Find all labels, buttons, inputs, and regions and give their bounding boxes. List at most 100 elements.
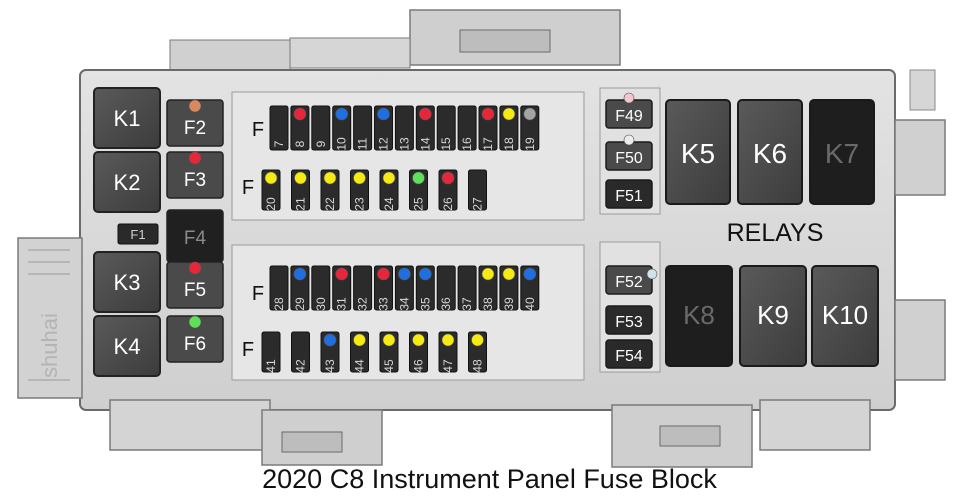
fuse-f25[interactable]: 25 — [409, 169, 428, 211]
fuse-f16[interactable]: 16 — [457, 105, 477, 151]
fuse-number: 32 — [356, 297, 370, 311]
fuse-f34[interactable]: 34 — [394, 265, 414, 311]
relay-k4[interactable]: K4 — [93, 315, 161, 377]
fuse-f29[interactable]: 29 — [290, 265, 310, 311]
fuse-f19[interactable]: 19 — [520, 105, 540, 151]
fuse-number: 33 — [377, 297, 391, 311]
fuse-color-dot — [293, 267, 307, 281]
fuse-label: F51 — [615, 188, 643, 205]
relay-label: K8 — [683, 300, 715, 330]
fuse-color-dot — [323, 333, 337, 347]
fuse-f48[interactable]: 48 — [468, 331, 487, 373]
relay-k10[interactable]: K10 — [811, 265, 879, 367]
fuse-number: 40 — [523, 297, 537, 311]
relay-k7[interactable]: K7 — [809, 99, 875, 205]
relay-k8[interactable]: K8 — [665, 265, 733, 367]
fuse-label: F1 — [130, 227, 145, 242]
fuse-f49[interactable]: F49 — [605, 92, 653, 129]
fuse-f5[interactable]: F5 — [166, 261, 224, 309]
fuse-f7[interactable]: 7 — [269, 105, 289, 151]
fuse-color-dot — [418, 107, 432, 121]
fuse-f37[interactable]: 37 — [457, 265, 477, 311]
fuse-f17[interactable]: 17 — [478, 105, 498, 151]
fuse-color-dot — [382, 171, 396, 185]
fuse-number: 42 — [294, 359, 308, 373]
fuse-color-dot — [412, 171, 425, 185]
fuse-f52[interactable]: F52 — [605, 265, 658, 295]
fuse-f10[interactable]: 10 — [332, 105, 352, 151]
fuse-f36[interactable]: 36 — [436, 265, 456, 311]
fuse-color-dot — [412, 333, 425, 347]
fuse-color-dot — [382, 333, 396, 347]
fuse-number: 21 — [294, 197, 308, 211]
fuse-f15[interactable]: 15 — [436, 105, 456, 151]
fuse-f51[interactable]: F51 — [605, 179, 653, 209]
fuse-number: 18 — [502, 137, 516, 151]
fuse-color-dot — [377, 107, 390, 121]
fuse-color-dot — [188, 315, 202, 329]
fuse-f27[interactable]: 27 — [468, 169, 487, 211]
relay-k3[interactable]: K3 — [93, 251, 161, 313]
fuse-f26[interactable]: 26 — [438, 169, 458, 211]
fuse-number: 10 — [335, 137, 349, 151]
fuse-f2[interactable]: F2 — [166, 99, 224, 147]
fuse-f33[interactable]: 33 — [374, 265, 393, 311]
fuse-f9[interactable]: 9 — [311, 105, 331, 151]
fuse-label: F5 — [184, 280, 206, 301]
fuse-f45[interactable]: 45 — [379, 331, 399, 373]
fuse-label: F6 — [184, 334, 206, 355]
fuse-f13[interactable]: 13 — [394, 105, 414, 151]
fuse-f43[interactable]: 43 — [320, 331, 340, 373]
fuse-f31[interactable]: 31 — [332, 265, 352, 311]
fuse-number: 14 — [418, 137, 432, 151]
fuse-f53[interactable]: F53 — [605, 305, 653, 335]
fuse-f35[interactable]: 35 — [415, 265, 435, 311]
fuse-f28[interactable]: 28 — [269, 265, 289, 311]
fuse-f50[interactable]: F50 — [605, 134, 653, 171]
fuse-f24[interactable]: 24 — [379, 169, 399, 211]
fuse-f40[interactable]: 40 — [520, 265, 540, 311]
fuse-f11[interactable]: 11 — [353, 105, 373, 151]
fuse-f54[interactable]: F54 — [605, 339, 653, 369]
fuse-f14[interactable]: 14 — [415, 105, 435, 151]
fuse-color-dot — [441, 333, 455, 347]
fuse-f1[interactable]: F1 — [117, 223, 159, 245]
fuse-number: 35 — [418, 297, 432, 311]
fuse-number: 19 — [523, 137, 537, 151]
fuse-f18[interactable]: 18 — [499, 105, 519, 151]
relay-label: K9 — [757, 300, 789, 330]
fuse-f32[interactable]: 32 — [353, 265, 373, 311]
fuse-f44[interactable]: 44 — [350, 331, 369, 373]
fuse-color-dot — [481, 267, 495, 281]
fuse-color-dot — [188, 151, 202, 165]
fuse-f23[interactable]: 23 — [350, 169, 369, 211]
fuse-f46[interactable]: 46 — [409, 331, 428, 373]
relay-k1[interactable]: K1 — [93, 87, 161, 149]
fuse-f38[interactable]: 38 — [478, 265, 498, 311]
fuse-f21[interactable]: 21 — [291, 169, 310, 211]
fuse-number: 17 — [481, 137, 495, 151]
fuse-color-dot — [646, 268, 658, 280]
relay-k6[interactable]: K6 — [737, 99, 803, 205]
fuse-number: 28 — [272, 297, 286, 311]
relay-k9[interactable]: K9 — [739, 265, 807, 367]
relay-k2[interactable]: K2 — [93, 151, 161, 213]
fuse-f30[interactable]: 30 — [311, 265, 331, 311]
fuse-f47[interactable]: 47 — [438, 331, 458, 373]
relay-k5[interactable]: K5 — [665, 99, 731, 205]
fuse-f41[interactable]: 41 — [261, 331, 281, 373]
fuse-f22[interactable]: 22 — [320, 169, 340, 211]
fuse-f3[interactable]: F3 — [166, 151, 224, 199]
fuse-f6[interactable]: F6 — [166, 315, 224, 363]
fuse-f12[interactable]: 12 — [374, 105, 393, 151]
row-marker: F — [242, 177, 254, 199]
fuse-f39[interactable]: 39 — [499, 265, 519, 311]
fuse-f4[interactable]: F4 — [166, 209, 224, 263]
fuse-number: 24 — [382, 197, 396, 211]
fuse-f8[interactable]: 8 — [290, 105, 310, 151]
fuse-f20[interactable]: 20 — [261, 169, 281, 211]
fuse-f42[interactable]: 42 — [291, 331, 310, 373]
